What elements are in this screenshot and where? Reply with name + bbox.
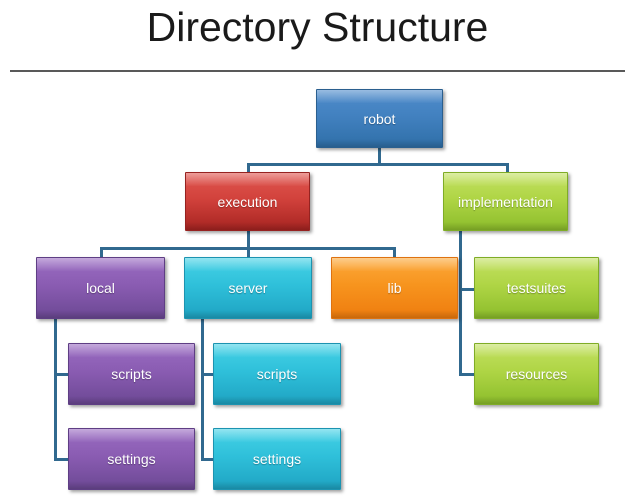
node-server-scripts[interactable]: scripts bbox=[213, 343, 341, 405]
connector-to-local-scripts bbox=[54, 373, 70, 376]
connector-execution-down bbox=[247, 230, 250, 249]
node-label-local: local bbox=[86, 280, 115, 296]
node-execution[interactable]: execution bbox=[185, 172, 310, 231]
title-divider bbox=[10, 70, 625, 72]
connector-to-server-scripts bbox=[201, 373, 215, 376]
node-label-lib: lib bbox=[387, 280, 402, 296]
connector-to-server bbox=[247, 247, 250, 259]
connector-implementation-spine bbox=[459, 230, 462, 375]
node-label-resources: resources bbox=[505, 366, 568, 382]
node-label-local-settings: settings bbox=[107, 451, 156, 467]
node-resources[interactable]: resources bbox=[474, 343, 599, 405]
connector-to-local-settings bbox=[54, 458, 70, 461]
connector-to-resources bbox=[459, 373, 476, 376]
connector-robot-down bbox=[378, 147, 381, 164]
node-label-robot: robot bbox=[363, 110, 396, 127]
connector-to-execution bbox=[247, 163, 250, 173]
node-testsuites[interactable]: testsuites bbox=[474, 257, 599, 319]
node-label-local-scripts: scripts bbox=[111, 366, 152, 382]
node-label-server-settings: settings bbox=[252, 451, 302, 467]
node-robot[interactable]: robot bbox=[316, 89, 443, 148]
node-server-settings[interactable]: settings bbox=[213, 428, 341, 490]
connector-to-testsuites bbox=[459, 288, 476, 291]
connector-to-implementation bbox=[506, 163, 509, 173]
node-local-scripts[interactable]: scripts bbox=[68, 343, 195, 405]
node-lib[interactable]: lib bbox=[331, 257, 458, 319]
node-label-implementation: implementation bbox=[458, 193, 553, 210]
node-server[interactable]: server bbox=[184, 257, 312, 319]
node-label-execution: execution bbox=[217, 193, 278, 210]
connector-to-server-settings bbox=[201, 458, 215, 461]
node-local-settings[interactable]: settings bbox=[68, 428, 195, 490]
connector-to-lib bbox=[393, 247, 396, 259]
node-local[interactable]: local bbox=[36, 257, 165, 319]
page-title: Directory Structure bbox=[146, 4, 489, 50]
node-implementation[interactable]: implementation bbox=[443, 172, 568, 231]
node-label-testsuites: testsuites bbox=[506, 280, 567, 296]
node-label-server: server bbox=[228, 280, 268, 296]
connector-to-local bbox=[100, 247, 103, 259]
connector-local-spine bbox=[54, 318, 57, 460]
connector-level1-bus bbox=[247, 163, 509, 166]
connector-server-spine bbox=[201, 318, 204, 460]
node-label-server-scripts: scripts bbox=[256, 366, 298, 382]
